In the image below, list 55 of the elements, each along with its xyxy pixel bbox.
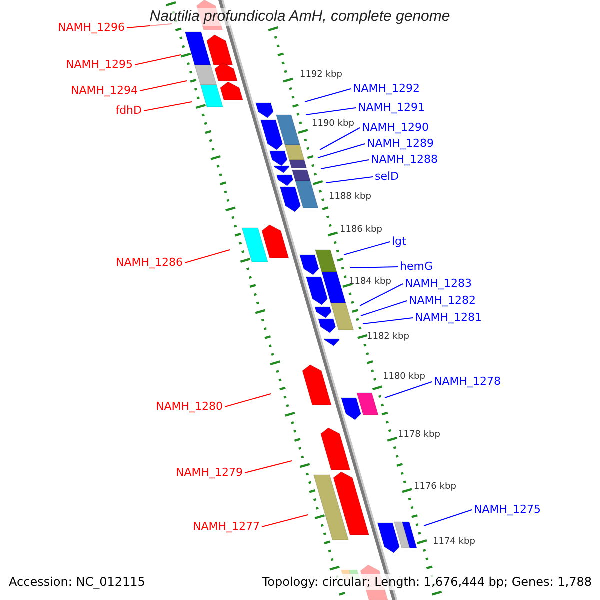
- leader-line: [244, 460, 292, 474]
- gene-label: NAMH_1275: [474, 503, 542, 517]
- gene-label: NAMH_1289: [367, 137, 434, 151]
- scale-label: 1184 kbp: [349, 277, 392, 287]
- leader-line: [304, 88, 352, 102]
- leader-line: [224, 394, 272, 408]
- leader-line: [306, 108, 356, 116]
- gene-label: NAMH_1278: [434, 375, 502, 389]
- leader-line: [360, 284, 404, 306]
- gene-label: NAMH_1295: [66, 58, 133, 72]
- gene-label: hemG: [400, 260, 433, 274]
- map-title: Nautilia profundicola AmH, complete genome: [150, 8, 450, 26]
- gene-label: fdhD: [116, 104, 142, 118]
- leader-line: [424, 510, 472, 526]
- gene-label: NAMH_1286: [116, 256, 183, 270]
- leader-line: [320, 128, 360, 150]
- gene-label: NAMH_1288: [371, 153, 438, 167]
- scale-label: 1190 kbp: [312, 119, 354, 129]
- gene-label: NAMH_1282: [409, 294, 476, 308]
- gene-label: NAMH_1290: [362, 121, 430, 135]
- scale-label: 1178 kbp: [398, 430, 440, 440]
- leader-line: [384, 382, 432, 398]
- leader-line: [360, 300, 408, 316]
- accession-text: Accession: NC_012115: [9, 574, 146, 590]
- gene-label: NAMH_1292: [353, 82, 420, 96]
- scale-label: 1192 kbp: [300, 70, 342, 80]
- gene-label: NAMH_1294: [70, 84, 138, 98]
- leader-line: [126, 24, 172, 28]
- leader-line: [184, 250, 230, 264]
- leader-line: [318, 144, 366, 158]
- gene-label: selD: [375, 170, 400, 184]
- leader-line: [362, 318, 414, 324]
- gene-label: NAMH_1279: [176, 466, 243, 480]
- leader-line: [326, 176, 374, 184]
- scale-label: 1182 kbp: [367, 332, 410, 342]
- leader-line: [344, 242, 390, 256]
- gene-label: NAMH_1291: [358, 101, 426, 115]
- scale-label: 1186 kbp: [340, 225, 382, 235]
- scale-label: 1180 kbp: [383, 372, 426, 382]
- scale-label: 1188 kbp: [329, 192, 372, 202]
- leader-line: [262, 514, 308, 528]
- leader-line: [320, 160, 370, 170]
- leader-line: [140, 80, 188, 92]
- scale-label: 1176 kbp: [414, 482, 456, 492]
- gene-label: NAMH_1277: [192, 520, 260, 534]
- scale-label: 1174 kbp: [433, 537, 476, 547]
- leader-line: [134, 54, 182, 66]
- gene-label: lgt: [392, 235, 406, 249]
- leader-line: [350, 266, 398, 268]
- genome-stats-text: Topology: circular; Length: 1,676,444 bp; Genes: 1,788: [262, 574, 592, 590]
- gene-label: NAMH_1281: [415, 311, 482, 325]
- leader-line: [144, 102, 192, 112]
- gene-label: NAMH_1283: [405, 277, 472, 291]
- gene-label: NAMH_1280: [156, 400, 223, 414]
- gene-label: NAMH_1296: [58, 21, 125, 35]
